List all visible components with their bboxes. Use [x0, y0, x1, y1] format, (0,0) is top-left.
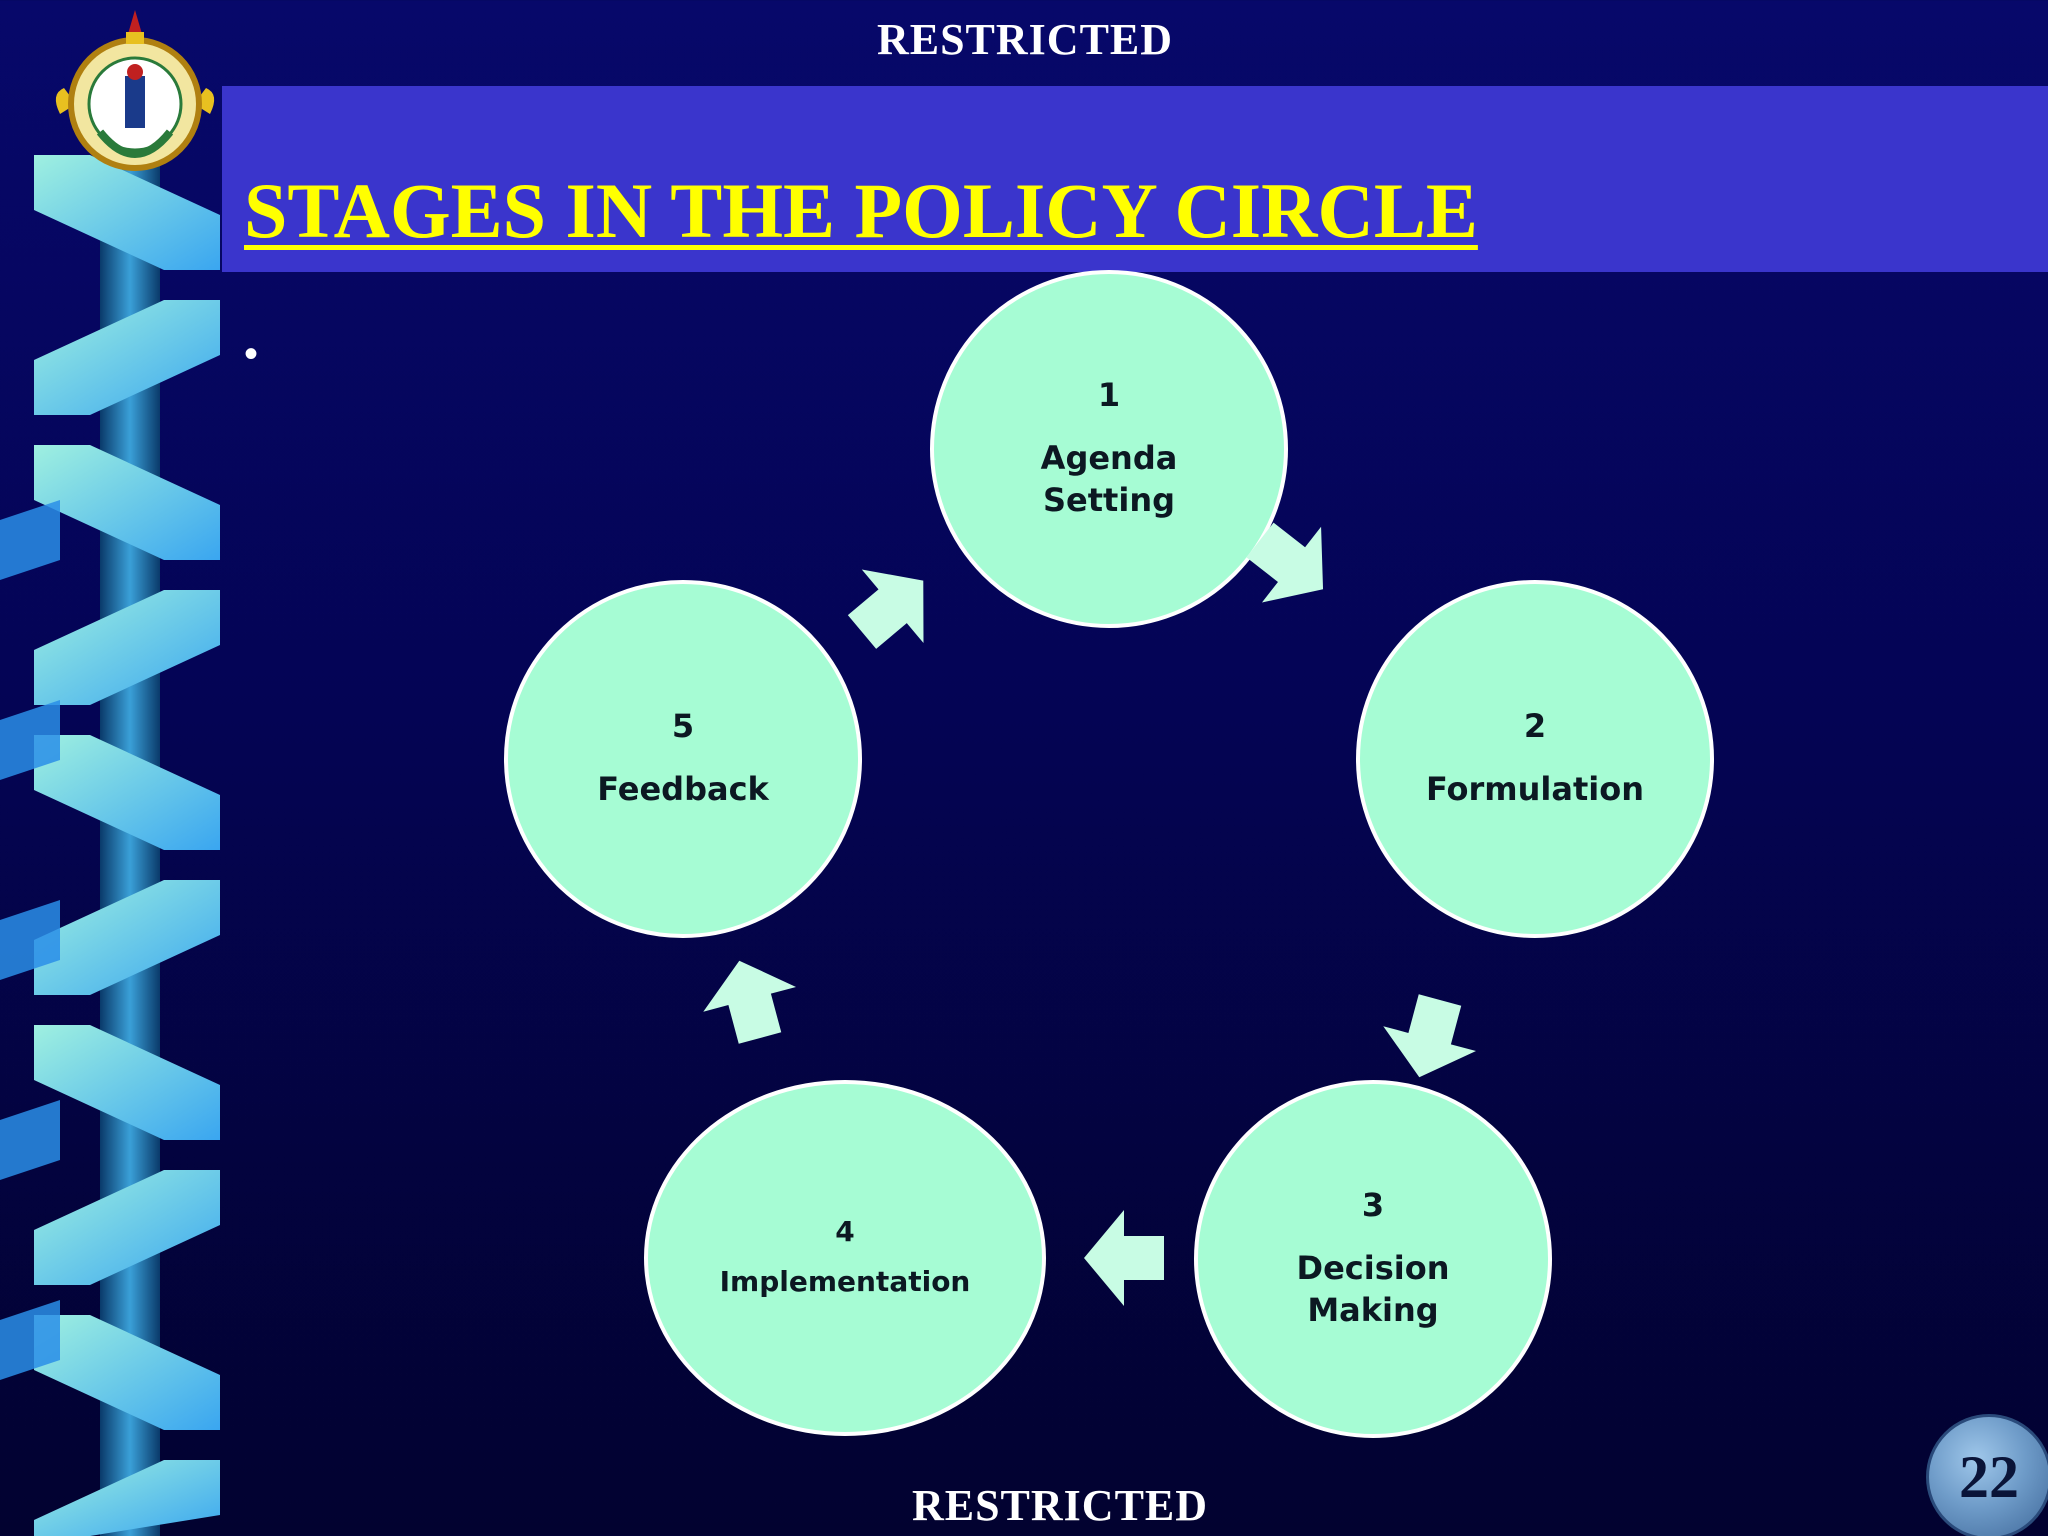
- stage-decision-making: 3 Decision Making: [1194, 1080, 1552, 1438]
- stage-label: Implementation: [719, 1265, 971, 1299]
- stage-number: 1: [1097, 376, 1121, 415]
- stage-number: 3: [1361, 1186, 1385, 1225]
- arrow-4-to-5: [703, 960, 797, 1044]
- arrow-1-to-2: [1246, 522, 1324, 603]
- stage-implementation: 4 Implementation: [644, 1080, 1046, 1436]
- stage-number: 2: [1523, 707, 1547, 746]
- stage-formulation: 2 Formulation: [1356, 580, 1714, 938]
- stage-number: 5: [671, 707, 695, 746]
- page-number-badge: 22: [1926, 1414, 2048, 1536]
- stage-feedback: 5 Feedback: [504, 580, 862, 938]
- arrow-2-to-3: [1383, 994, 1477, 1078]
- title-band: [222, 86, 2048, 272]
- stage-label: Agenda Setting: [1040, 439, 1178, 519]
- stage-number: 4: [835, 1215, 855, 1249]
- arrow-3-to-4: [1084, 1210, 1164, 1306]
- stage-label: Decision Making: [1296, 1249, 1450, 1329]
- stage-label: Feedback: [597, 770, 769, 809]
- slide-title: STAGES IN THE POLICY CIRCLE: [244, 167, 1478, 254]
- classification-footer: RESTRICTED: [911, 1481, 1209, 1530]
- stage-label: Formulation: [1425, 770, 1645, 809]
- classification-header: RESTRICTED: [876, 15, 1174, 64]
- stage-agenda-setting: 1 Agenda Setting: [930, 270, 1288, 628]
- bullet-point: •: [244, 332, 259, 376]
- decorative-ribbon-strip: [0, 140, 220, 1536]
- crest-logo: [55, 10, 215, 171]
- arrow-5-to-1: [847, 569, 924, 649]
